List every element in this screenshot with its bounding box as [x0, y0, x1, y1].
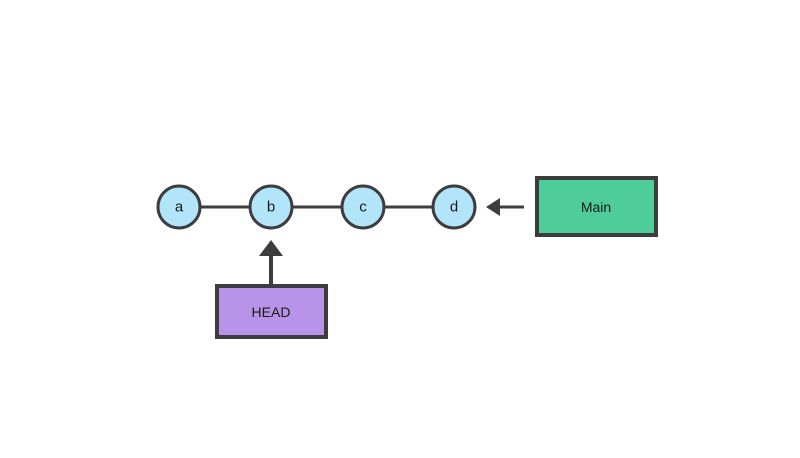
commit-circle-c [340, 184, 386, 230]
commit-label-c: c [359, 199, 367, 216]
commit-node-c[interactable]: c [340, 184, 386, 230]
commit-node-a[interactable]: a [156, 184, 202, 230]
head-label-text: HEAD [252, 304, 291, 320]
commit-label-b: b [267, 199, 275, 216]
commit-circle-b [248, 184, 294, 230]
head-label[interactable]: HEAD [215, 284, 328, 339]
commit-circle-a [156, 184, 202, 230]
branch-label-main[interactable]: Main [535, 176, 658, 237]
commit-label-a: a [175, 199, 184, 216]
head-label-box [215, 284, 328, 339]
head-arrow-head [259, 240, 283, 256]
main-arrow-head [486, 198, 500, 216]
commit-circle-d [431, 184, 477, 230]
branch-label-main-box [535, 176, 658, 237]
branch-label-main-text: Main [581, 199, 611, 215]
commit-node-d[interactable]: d [431, 184, 477, 230]
commit-node-b[interactable]: b [248, 184, 294, 230]
main-branch-arrow-icon [486, 198, 524, 216]
head-pointer-arrow-icon [259, 240, 283, 286]
commit-label-d: d [450, 199, 458, 216]
